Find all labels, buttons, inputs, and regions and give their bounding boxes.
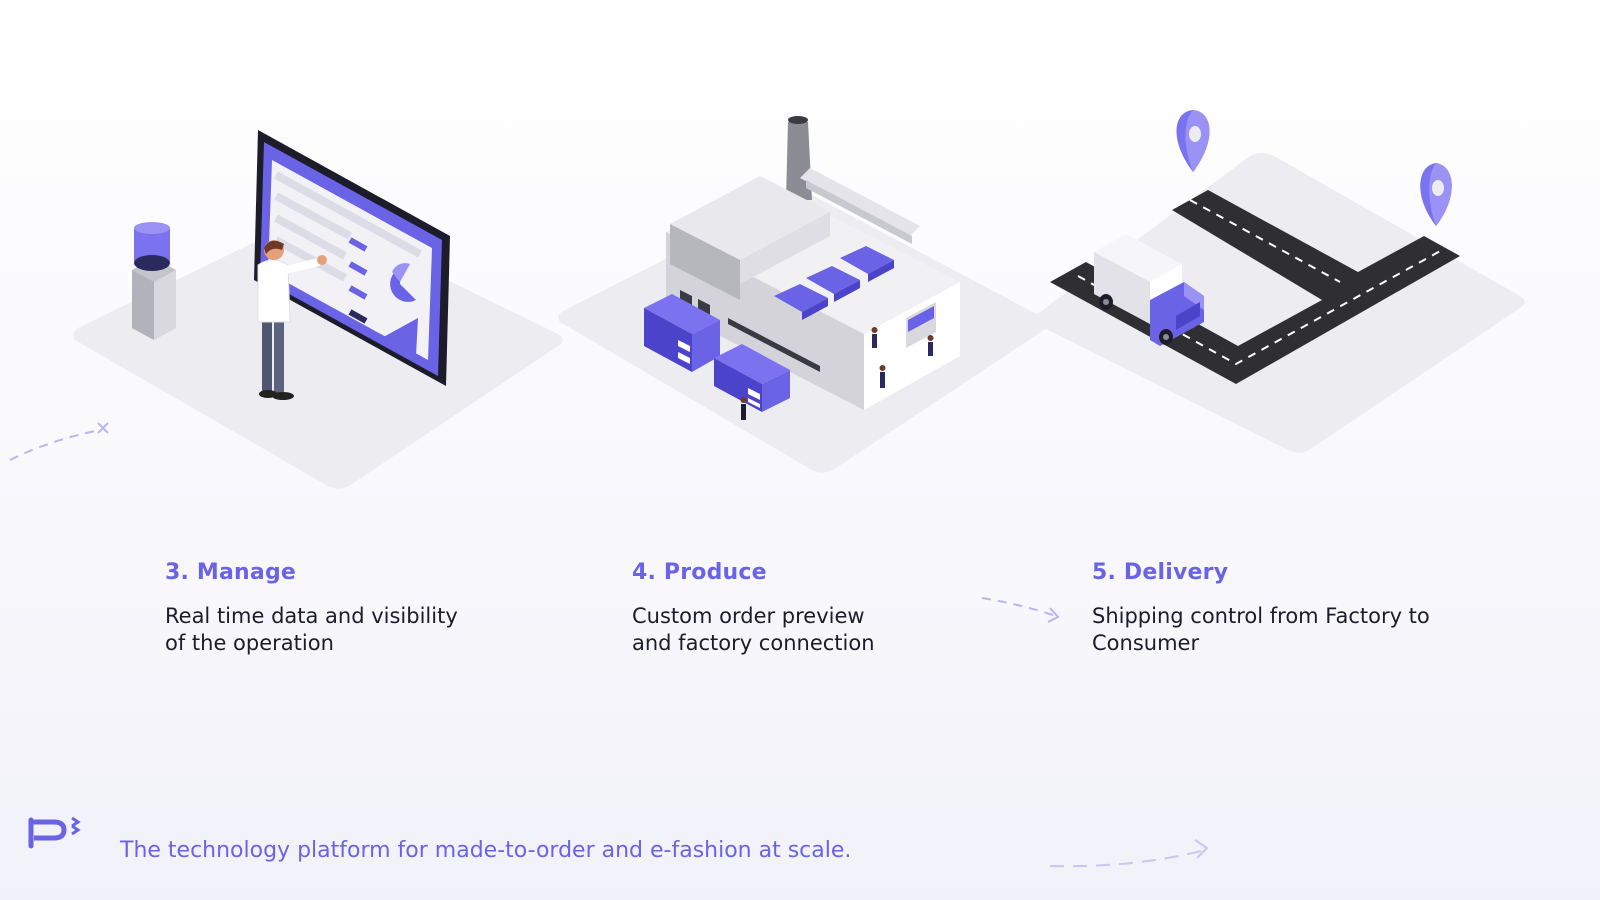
manage-illustration: [73, 130, 563, 489]
step-delivery-title: 5. Delivery: [1092, 560, 1229, 585]
step-produce-title: 4. Produce: [632, 560, 767, 585]
container-icon-1: [644, 294, 720, 372]
location-pin-icon-2: [1420, 163, 1452, 226]
water-cooler-icon: [132, 222, 176, 340]
brand-logo-icon[interactable]: [28, 812, 84, 850]
delivery-platform: [1033, 153, 1525, 453]
produce-illustration: [558, 116, 1049, 473]
step-produce-desc-line-1: Custom order preview: [632, 604, 865, 628]
step-produce: 4. Produce Custom order preview and fact…: [632, 560, 875, 657]
step-delivery-desc-line-2: Consumer: [1092, 631, 1200, 655]
step-manage: 3. Manage Real time data and visibility …: [165, 560, 458, 657]
dashboard-board-icon: [254, 130, 450, 386]
step-manage-desc-line-1: Real time data and visibility: [165, 604, 458, 628]
decorative-dashed-path: [9, 422, 109, 461]
delivery-truck-icon: [1094, 234, 1204, 346]
worker-icon-3: [879, 365, 886, 388]
step-manage-desc-line-2: of the operation: [165, 631, 334, 655]
step-delivery-desc-line-1: Shipping control from Factory to: [1092, 604, 1430, 628]
decorative-dashed-arrow-bottom: [1049, 839, 1209, 868]
person-icon: [257, 240, 327, 400]
decorative-dashed-arrow: [981, 597, 1060, 623]
footer-tagline: The technology platform for made-to-orde…: [120, 838, 852, 863]
container-icon-2: [714, 344, 790, 412]
factory-icon: [666, 168, 960, 410]
worker-icon-2: [927, 335, 934, 356]
step-produce-description: Custom order preview and factory connect…: [632, 603, 875, 657]
step-manage-title: 3. Manage: [165, 560, 297, 585]
worker-icon-4: [740, 397, 747, 420]
step-delivery-description: Shipping control from Factory to Consume…: [1092, 603, 1430, 657]
step-delivery: 5. Delivery Shipping control from Factor…: [1092, 560, 1430, 657]
delivery-illustration: [1033, 110, 1525, 453]
step-produce-desc-line-2: and factory connection: [632, 631, 875, 655]
location-pin-icon-1: [1176, 110, 1210, 172]
step-manage-description: Real time data and visibility of the ope…: [165, 603, 458, 657]
worker-icon-1: [871, 327, 878, 348]
